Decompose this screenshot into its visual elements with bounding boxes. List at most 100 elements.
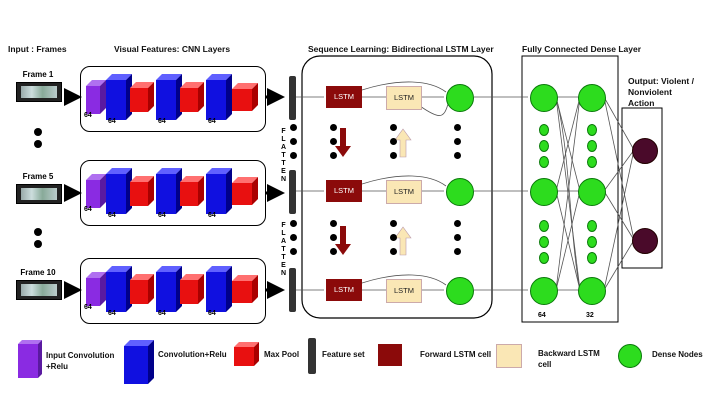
cnn-conv-layer — [106, 266, 132, 312]
dense-node-small — [587, 124, 597, 136]
legend-backward-label: Backward LSTM cell — [538, 349, 600, 369]
feature-set-bar — [289, 170, 296, 214]
cnn-filter-count: 64 — [84, 112, 92, 119]
cnn-filter-count: 64 — [158, 212, 166, 219]
dense-node-small — [587, 156, 597, 168]
cnn-pool-layer — [180, 82, 204, 112]
ellipsis-dot — [390, 248, 397, 255]
forward-lstm-cell: LSTM — [326, 279, 362, 301]
cnn-filter-count: 64 — [84, 206, 92, 213]
forward-arrow — [335, 226, 351, 255]
cnn-input-layer — [86, 174, 106, 208]
ellipsis-dot — [290, 234, 297, 241]
ellipsis-dot — [390, 124, 397, 131]
dense-panel — [521, 55, 619, 323]
ellipsis-dot — [34, 228, 42, 236]
lstm-panel — [301, 55, 493, 319]
legend-pool-label: Max Pool — [264, 350, 300, 359]
ellipsis-dot — [454, 248, 461, 255]
backward-arrow — [394, 226, 412, 256]
cnn-filter-count: 64 — [108, 118, 116, 125]
ellipsis-dot — [290, 248, 297, 255]
ellipsis-dot — [330, 220, 337, 227]
frame-image — [16, 184, 62, 204]
dense-node-small — [587, 140, 597, 152]
ellipsis-dot — [290, 138, 297, 145]
lstm-output-node — [446, 84, 474, 112]
legend-forward-label: Forward LSTM cell — [420, 350, 492, 359]
ellipsis-dot — [34, 128, 42, 136]
lstm-output-node — [446, 178, 474, 206]
legend-feature-swatch — [308, 338, 316, 374]
cnn-filter-count: 64 — [108, 212, 116, 219]
cnn-input-layer — [86, 272, 106, 306]
output-panel — [621, 107, 663, 269]
ellipsis-dot — [454, 152, 461, 159]
cnn-pool-layer — [130, 82, 154, 112]
output-header: Output: Violent / Nonviolent Action — [628, 76, 694, 108]
frame-5: Frame 5 — [14, 172, 62, 204]
dense-node — [578, 277, 606, 305]
legend-conv-label: Convolution+Relu — [158, 350, 227, 359]
dense-node-small — [587, 236, 597, 248]
cnn-conv-layer — [106, 74, 132, 120]
ellipsis-dot — [390, 234, 397, 241]
frame-10: Frame 10 — [14, 268, 62, 300]
frame-image — [16, 82, 62, 102]
dense-node — [530, 178, 558, 206]
cnn-conv-layer — [156, 74, 182, 120]
cnn-conv-layer — [206, 74, 232, 120]
dense-node-small — [539, 252, 549, 264]
dense-size-label: 64 — [538, 312, 546, 319]
cnn-filter-count: 64 — [208, 212, 216, 219]
dense-node-small — [539, 220, 549, 232]
dense-node — [530, 277, 558, 305]
lstm-output-node — [446, 277, 474, 305]
legend-dense-swatch — [618, 344, 642, 368]
cnn-pool-layer — [180, 176, 204, 206]
frame-label: Frame 1 — [22, 70, 54, 79]
dense-node-small — [587, 220, 597, 232]
ellipsis-dot — [390, 220, 397, 227]
ellipsis-dot — [290, 220, 297, 227]
dense-size-label: 32 — [586, 312, 594, 319]
cnn-panel-2 — [80, 160, 266, 226]
legend-feature-label: Feature set — [322, 350, 365, 359]
dense-node — [578, 178, 606, 206]
cnn-header: Visual Features: CNN Layers — [114, 44, 231, 54]
ellipsis-dot — [34, 240, 42, 248]
frame-1: Frame 1 — [14, 70, 62, 102]
dense-node-small — [539, 140, 549, 152]
frame-label: Frame 10 — [20, 268, 56, 277]
cnn-filter-count: 64 — [208, 310, 216, 317]
cnn-filter-count: 64 — [158, 310, 166, 317]
cnn-filter-count: 64 — [208, 118, 216, 125]
legend-input-conv-label: Input Convolution +Relu — [46, 351, 115, 371]
cnn-pool-layer — [180, 274, 204, 304]
legend-dense-label: Dense Nodes — [652, 350, 703, 359]
dense-node-small — [539, 236, 549, 248]
dense-node-small — [587, 252, 597, 264]
cnn-input-layer — [86, 80, 106, 114]
cnn-pool-layer — [232, 177, 258, 205]
feature-set-bar — [289, 76, 296, 120]
legend-forward-swatch — [378, 344, 402, 366]
dense-node-small — [539, 156, 549, 168]
legend-pool-swatch — [234, 342, 259, 366]
lstm-header: Sequence Learning: Bidirectional LSTM La… — [308, 44, 494, 54]
ellipsis-dot — [34, 140, 42, 148]
backward-lstm-cell: LSTM — [386, 279, 422, 303]
forward-lstm-cell: LSTM — [326, 180, 362, 202]
cnn-pool-layer — [130, 176, 154, 206]
flatten-label: FLATTEN — [280, 222, 287, 278]
backward-lstm-cell: LSTM — [386, 180, 422, 204]
frame-image — [16, 280, 62, 300]
ellipsis-dot — [290, 152, 297, 159]
cnn-conv-layer — [206, 168, 232, 214]
dense-node — [578, 84, 606, 112]
legend-backward-swatch — [496, 344, 522, 368]
ellipsis-dot — [390, 152, 397, 159]
ellipsis-dot — [330, 124, 337, 131]
legend-conv-swatch — [124, 340, 154, 384]
output-node-violent — [632, 138, 658, 164]
